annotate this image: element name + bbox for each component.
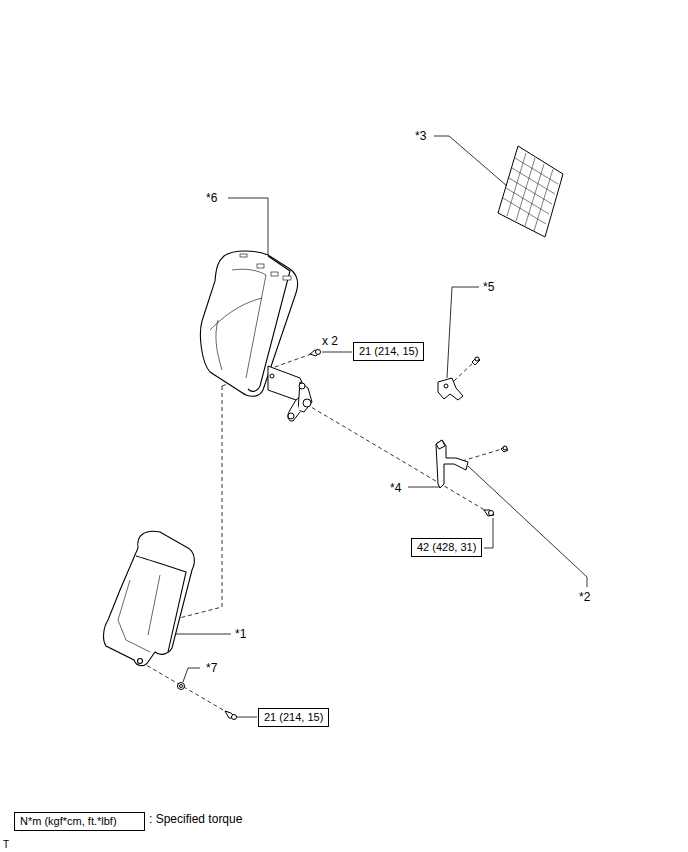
quantity-note: x 2 xyxy=(321,334,339,348)
callout-number: *2 xyxy=(578,590,591,604)
torque-value: 21 (214, 15) xyxy=(264,711,323,724)
callout-number: *3 xyxy=(414,129,427,143)
leader-lines xyxy=(173,136,587,717)
callout-number: *7 xyxy=(205,661,218,675)
lock-cover xyxy=(498,146,563,237)
legend-text: : Specified torque xyxy=(148,812,243,826)
side-cushion xyxy=(104,531,195,665)
torque-box: 42 (428, 31) xyxy=(411,538,482,557)
callout-number: *4 xyxy=(389,481,402,495)
callout-number: *6 xyxy=(205,191,218,205)
callout-number: *1 xyxy=(234,627,247,641)
bolt xyxy=(310,350,321,357)
torque-box: 21 (214, 15) xyxy=(258,708,329,727)
torque-value: 21 (214, 15) xyxy=(359,345,418,358)
legend-box: N*m (kgf*cm, ft.*lbf) xyxy=(14,812,145,831)
bracket xyxy=(438,357,480,400)
clip-and-bolt xyxy=(178,683,237,720)
seat-hinge xyxy=(268,366,312,421)
callout-number: *5 xyxy=(482,280,495,294)
belt-anchor xyxy=(436,440,508,516)
torque-value: N*m (kgf*cm, ft.*lbf) xyxy=(20,815,139,828)
assembly-lines xyxy=(141,353,502,714)
torque-box: 21 (214, 15) xyxy=(353,342,424,361)
torque-value: 42 (428, 31) xyxy=(417,541,476,554)
page-mark: T xyxy=(2,838,10,852)
